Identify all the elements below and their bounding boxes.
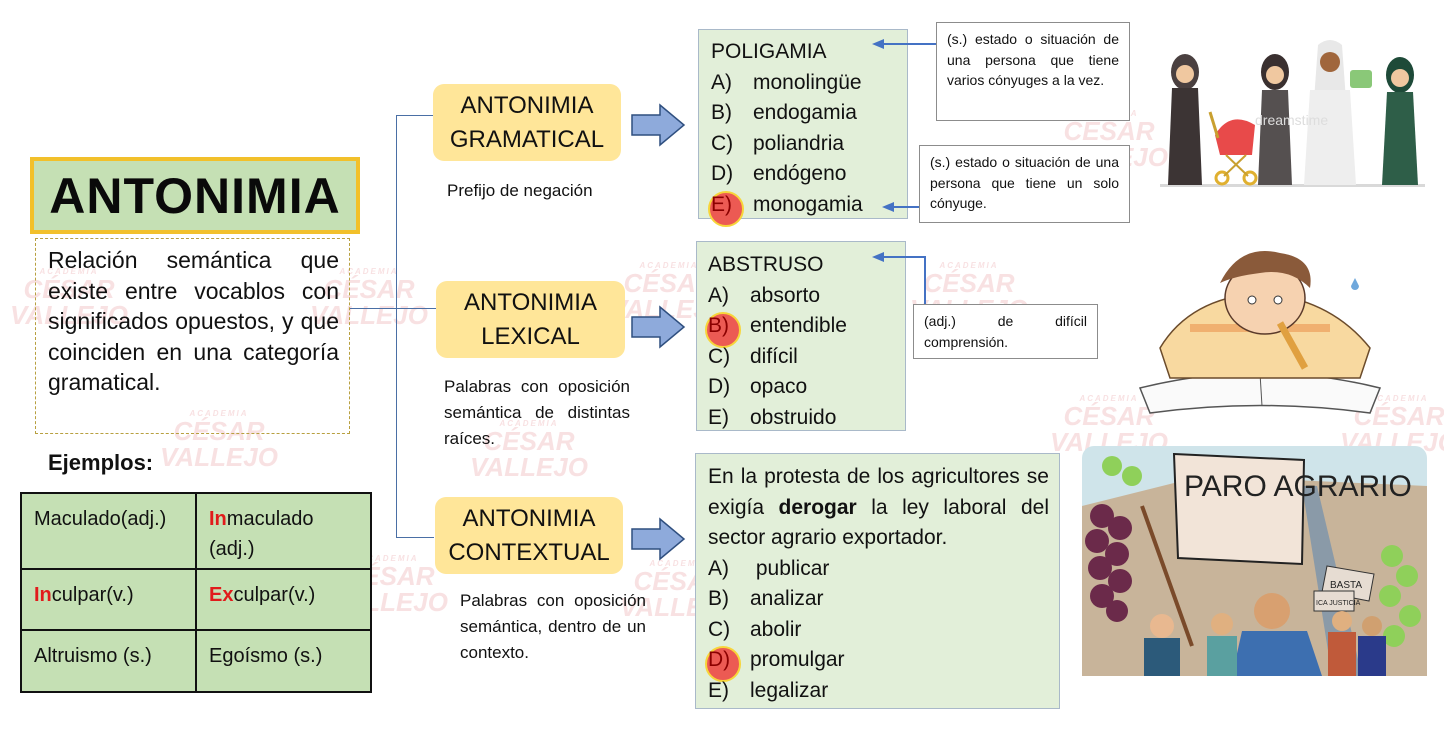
table-cell: Inmaculado (adj.) <box>195 492 372 570</box>
table-row: Altruismo (s.) Egoísmo (s.) <box>20 629 372 693</box>
table-cell: Altruismo (s.) <box>20 629 197 693</box>
key-word: derogar <box>778 495 857 519</box>
table-cell: Exculpar(v.) <box>195 568 372 631</box>
option-c: C)difícil <box>708 344 798 368</box>
pointer-line <box>892 206 919 208</box>
option-e-answer: E)monogamia <box>708 190 907 226</box>
table-row: Maculado(adj.) Inmaculado (adj.) <box>20 492 372 570</box>
answer-circle: B) <box>705 311 750 348</box>
category-lexical: ANTONIMIA LEXICAL <box>436 281 625 358</box>
option-a: A)monolingüe <box>711 70 862 94</box>
pointer-arrow-icon <box>872 39 884 49</box>
polygamy-illustration: dreamstime <box>1160 40 1425 187</box>
answer-circle: D) <box>705 645 750 682</box>
option-b: B)analizar <box>708 587 824 610</box>
prefix-highlight: In <box>209 508 227 530</box>
pointer-line <box>882 256 926 258</box>
note-poligamia: (s.) estado o situación de una persona q… <box>936 22 1130 121</box>
prefix-highlight: In <box>34 584 52 606</box>
definition-text: Relación semántica que existe entre voca… <box>48 247 339 395</box>
table-cell: Maculado(adj.) <box>20 492 197 570</box>
option-e: E)obstruido <box>708 405 837 429</box>
question-stem: ABSTRUSO <box>708 253 824 276</box>
pointer-arrow-icon <box>882 202 894 212</box>
arrow-right-icon <box>631 517 686 561</box>
connector-line <box>396 115 434 116</box>
protest-illustration: PARO AGRARIO BASTA ICA JUSTICIA <box>1082 446 1427 676</box>
svg-text:PARO AGRARIO: PARO AGRARIO <box>1184 470 1412 503</box>
note-monogamia: (s.) estado o situación de una persona q… <box>919 145 1130 223</box>
question-poligamia: POLIGAMIA A)monolingüe B)endogamia C)pol… <box>698 29 908 226</box>
table-cell: Egoísmo (s.) <box>195 629 372 693</box>
category-lexical-description: Palabras con oposición semántica de dist… <box>444 377 630 448</box>
question-contextual: En la protesta de los agricultores se ex… <box>695 453 1060 709</box>
pointer-line <box>882 43 936 45</box>
option-a: A)absorto <box>708 283 821 307</box>
table-row: Inculpar(v.) Exculpar(v.) <box>20 568 372 631</box>
option-d-answer: D)promulgar <box>705 645 1049 682</box>
pointer-line <box>924 256 926 304</box>
option-e: E)legalizar <box>708 678 829 702</box>
connector-line <box>396 115 397 538</box>
table-cell: Inculpar(v.) <box>20 568 197 631</box>
option-b-answer: B)entendible <box>705 311 905 348</box>
title-box: ANTONIMIA <box>30 157 360 234</box>
connector-line <box>350 308 436 309</box>
option-a: A) publicar <box>708 556 830 580</box>
answer-circle: E) <box>708 190 753 226</box>
question-stem: POLIGAMIA <box>711 40 827 63</box>
pointer-arrow-icon <box>872 252 884 262</box>
option-c: C)abolir <box>708 617 802 641</box>
option-d: D)opaco <box>708 375 808 398</box>
note-abstruso: (adj.) de difícil comprensión. <box>913 304 1098 359</box>
prefix-highlight: Ex <box>209 584 234 606</box>
category-gramatical-description: Prefijo de negación <box>447 181 593 200</box>
svg-text:dreamstime: dreamstime <box>1255 112 1328 128</box>
question-abstruso: ABSTRUSO A)absorto B)entendible C)difíci… <box>696 241 906 431</box>
arrow-right-icon <box>631 103 686 147</box>
examples-heading: Ejemplos: <box>48 450 154 475</box>
examples-table: Maculado(adj.) Inmaculado (adj.) Inculpa… <box>20 492 372 693</box>
connector-line <box>396 537 434 538</box>
category-contextual: ANTONIMIA CONTEXTUAL <box>435 497 623 574</box>
student-illustration <box>1138 251 1382 414</box>
option-c: C)poliandria <box>711 131 845 155</box>
question-stem: En la protesta de los agricultores se ex… <box>708 465 1050 549</box>
arrow-right-icon <box>631 305 686 349</box>
definition-box: Relación semántica que existe entre voca… <box>35 238 350 434</box>
svg-text:ICA JUSTICIA: ICA JUSTICIA <box>1316 600 1361 607</box>
page-title: ANTONIMIA <box>49 167 341 224</box>
option-b: B)endogamia <box>711 101 857 124</box>
svg-text:BASTA: BASTA <box>1330 580 1362 591</box>
category-gramatical: ANTONIMIA GRAMATICAL <box>433 84 621 161</box>
option-d: D)endógeno <box>711 162 847 185</box>
category-contextual-description: Palabras con oposición semántica, dentro… <box>460 591 646 662</box>
